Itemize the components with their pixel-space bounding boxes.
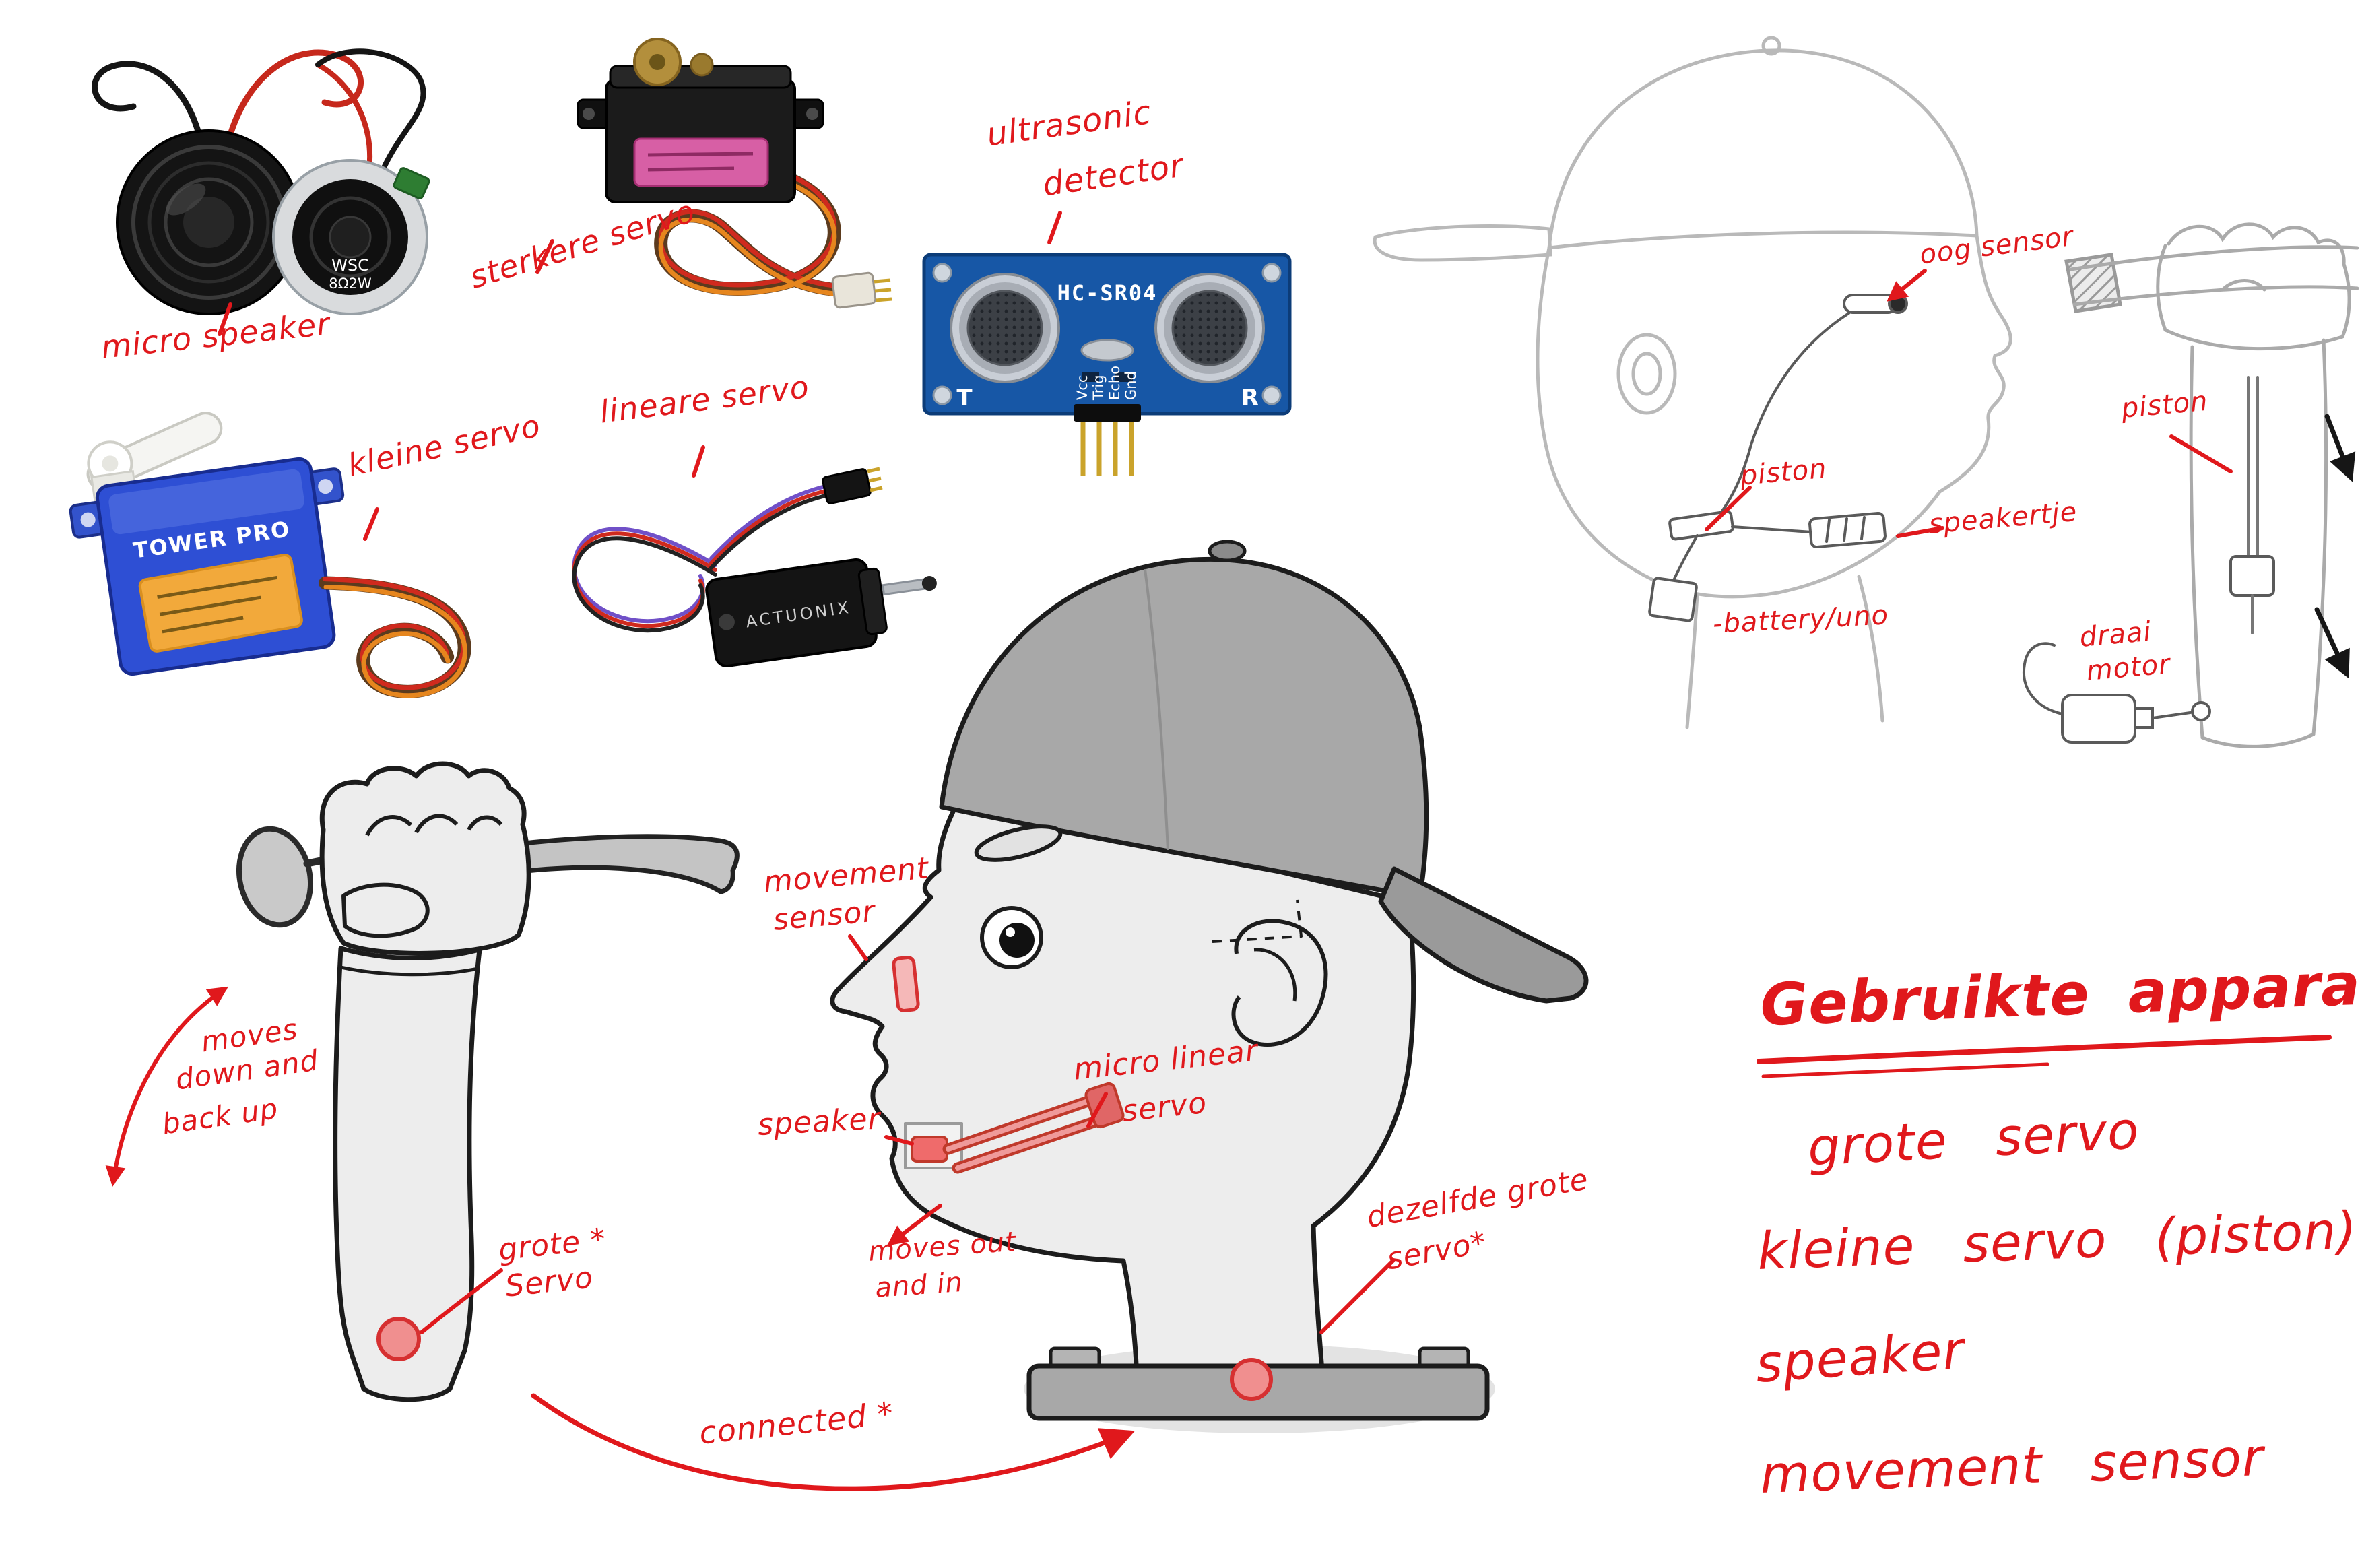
robot-head-illustration	[830, 540, 1589, 1433]
speaker-brand-text: WSC	[331, 256, 369, 275]
kleine-servo-photo: TOWER PRO	[69, 412, 471, 698]
hcsr04-pin-vcc: Vcc	[1074, 375, 1090, 400]
micro-linear-servo-device	[942, 1082, 1125, 1174]
base-servo-dot	[1230, 1358, 1273, 1401]
piston-head-label: piston	[1738, 453, 1829, 492]
movement-sensor-device	[892, 956, 920, 1012]
robot-arm-illustration	[236, 761, 740, 1402]
hcsr04-pin-echo: Echo	[1107, 366, 1123, 400]
lineare-servo-photo: ACTUONIX	[572, 467, 937, 667]
draai-motor-label-line1: draai	[2078, 616, 2153, 653]
used-devices-item-speaker: speaker	[1753, 1319, 1967, 1394]
annotation-arrows	[105, 211, 2332, 1491]
hcsr04-name-text: HC-SR04	[1057, 280, 1158, 306]
hcsr04-pin-trig: Trig	[1090, 374, 1107, 401]
arm-sketch	[2023, 222, 2359, 748]
moves-out-label-line2: and in	[874, 1266, 964, 1304]
ultrasonic-detector-photo: HC-SR04 T R Vcc Trig Echo Gnd	[922, 253, 1292, 476]
speaker-label: speaker	[756, 1101, 882, 1142]
arm-servo-dot	[376, 1317, 421, 1361]
draai-motor-label-line2: motor	[2085, 649, 2172, 687]
micro-speaker-photo: WSC 8Ω2W	[92, 48, 430, 315]
head-sketch	[1373, 36, 2012, 729]
sterkere-servo-photo	[577, 38, 892, 309]
hcsr04-t-text: T	[956, 385, 973, 412]
speaker-spec-text: 8Ω2W	[329, 275, 372, 292]
piston-arm-label: piston	[2120, 385, 2210, 424]
hcsr04-r-text: R	[1241, 385, 1259, 412]
hcsr04-pin-gnd: Gnd	[1123, 371, 1139, 400]
